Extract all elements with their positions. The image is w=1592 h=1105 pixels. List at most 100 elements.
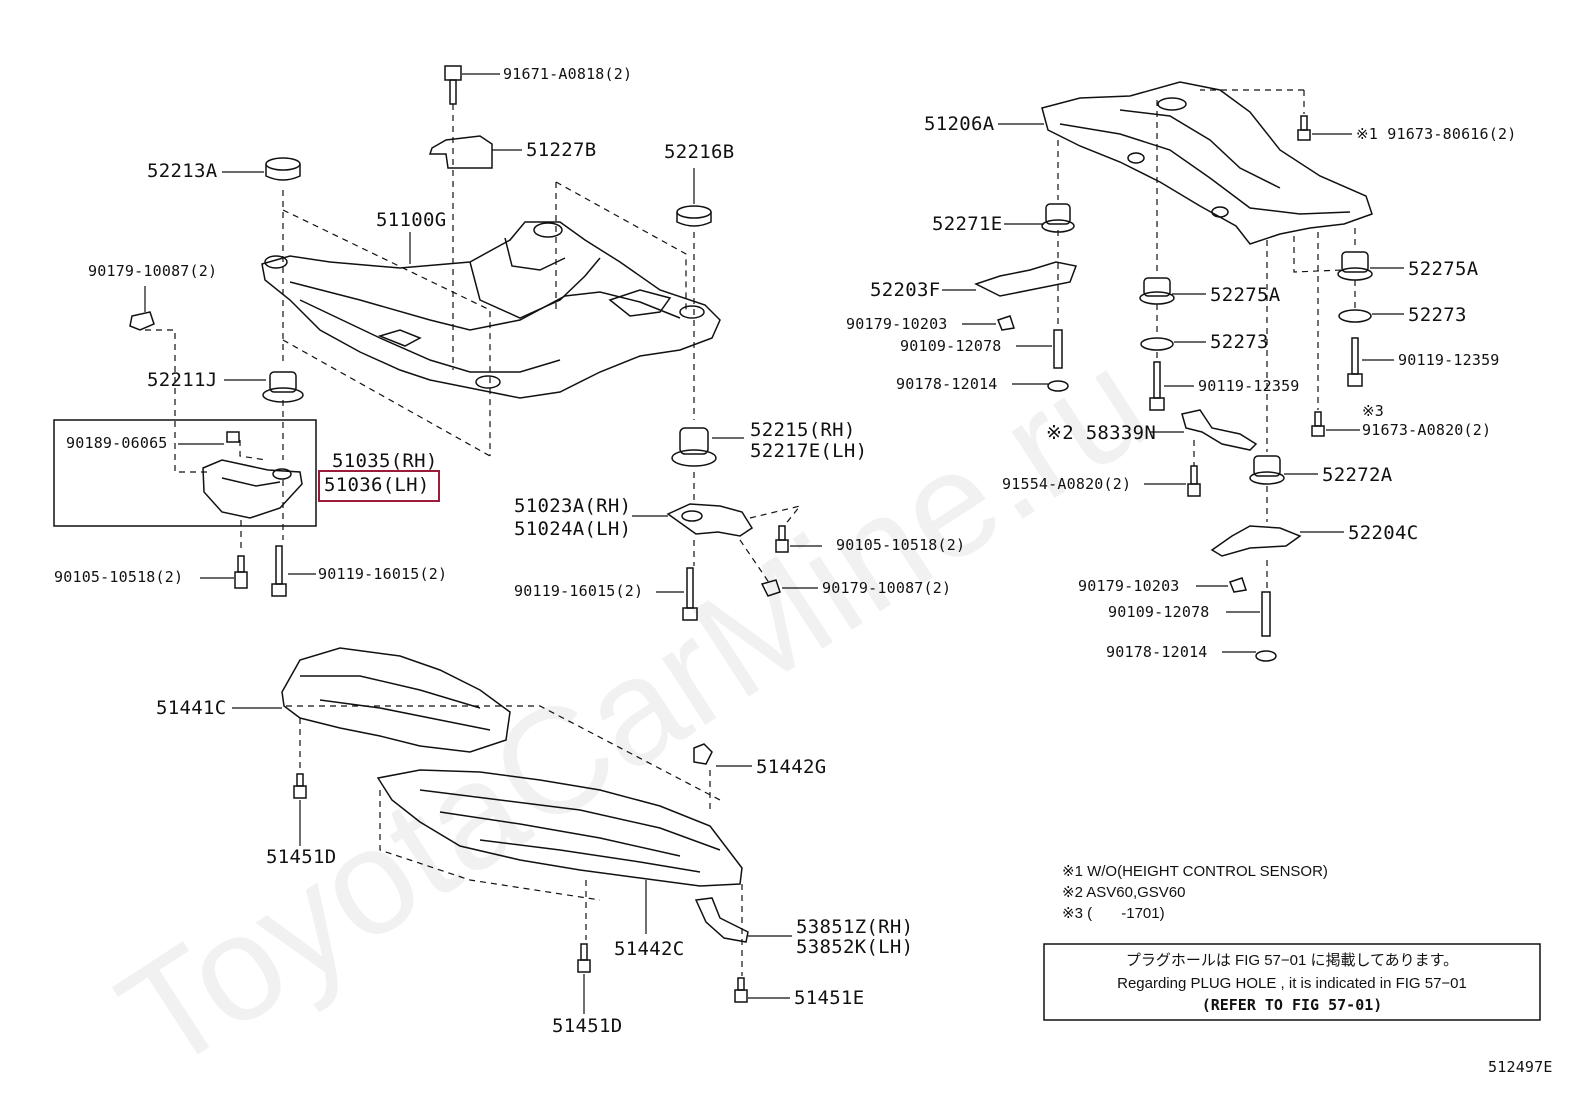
bolt-90119-12359-mid-drawing — [1149, 361, 1165, 411]
bolt-51451d-upper-drawing — [293, 773, 307, 799]
label-51036[interactable]: 51036(LH) — [324, 474, 430, 496]
bolt-91673-80616-drawing — [1297, 115, 1311, 141]
bracket-52204c-drawing — [1210, 525, 1302, 557]
label-53851z: 53851Z(RH) — [796, 916, 914, 938]
nut-90179-mid-drawing — [760, 579, 781, 597]
label-90119-16015-mid: 90119-16015(2) — [514, 582, 644, 600]
refer-box-line-1: プラグホールは FIG 57−01 に掲載してあります。 — [1125, 952, 1459, 969]
label-90178-right: 90178-12014 — [1106, 643, 1208, 661]
note-2: ※2 ASV60,GSV60 — [1062, 884, 1186, 901]
label-90179-10087-left: 90179-10087(2) — [88, 262, 218, 280]
bracket-52203f-drawing — [974, 261, 1078, 297]
washer-90178-right-drawing — [1255, 650, 1277, 662]
suspension-member-drawing — [261, 221, 721, 399]
label-91671: 91671-A0818(2) — [503, 65, 633, 83]
note-1: ※1 W/O(HEIGHT CONTROL SENSOR) — [1062, 863, 1328, 880]
label-52213a: 52213A — [147, 160, 218, 182]
cushion-52213a-drawing — [265, 157, 301, 181]
refer-box-line-2: Regarding PLUG HOLE , it is indicated in… — [1117, 975, 1467, 992]
label-52272a: 52272A — [1322, 464, 1393, 486]
washer-52273-right-drawing — [1338, 309, 1372, 323]
cushion-52271e-drawing — [1041, 203, 1075, 233]
label-90179-10203-right: 90179-10203 — [1078, 577, 1180, 595]
bolt-90105-mid-drawing — [775, 525, 789, 553]
label-90109-right: 90109-12078 — [1108, 603, 1210, 621]
cushion-52215-drawing — [671, 427, 717, 467]
label-51206a: 51206A — [924, 113, 995, 135]
clip-51442g-drawing — [693, 743, 713, 765]
cushion-52211j-drawing — [262, 371, 304, 403]
nut-90179-10203-left-drawing — [997, 315, 1015, 331]
label-90179-10087-mid: 90179-10087(2) — [822, 579, 952, 597]
bolt-90119-mid-drawing — [682, 567, 698, 621]
rear-member-drawing — [1041, 81, 1373, 245]
label-51451d-lower: 51451D — [552, 1015, 623, 1037]
label-note3-marker: ※3 — [1362, 402, 1384, 420]
refer-box-frame — [1043, 943, 1541, 1021]
label-52203f: 52203F — [870, 279, 941, 301]
label-91554: 91554-A0820(2) — [1002, 475, 1132, 493]
label-51023a: 51023A(RH) — [514, 495, 632, 517]
bolt-90105-left-drawing — [234, 555, 248, 589]
cover-51442c-drawing — [376, 769, 743, 887]
label-51227b: 51227B — [526, 139, 597, 161]
label-52216b: 52216B — [664, 141, 735, 163]
highlight-51036 — [318, 470, 440, 502]
refer-box-line-3: (REFER TO FIG 57-01) — [1201, 996, 1383, 1014]
washer-90178-left-drawing — [1047, 380, 1069, 392]
bolt-51451e-drawing — [734, 977, 748, 1003]
note-3: ※3 ( -1701) — [1062, 905, 1165, 922]
cushion-52275a-mid-drawing — [1139, 277, 1175, 305]
label-90179-10203-left: 90179-10203 — [846, 315, 948, 333]
bolt-91671-drawing — [444, 65, 462, 105]
label-90105-mid: 90105-10518(2) — [836, 536, 966, 554]
cushion-52272a-drawing — [1249, 455, 1285, 485]
label-52204c: 52204C — [1348, 522, 1419, 544]
label-52275a-mid: 52275A — [1210, 284, 1281, 306]
label-52275a-right: 52275A — [1408, 258, 1479, 280]
bracket-58339n-drawing — [1181, 409, 1258, 451]
stud-90109-left-drawing — [1053, 329, 1063, 369]
label-90119-12359-mid: 90119-12359 — [1198, 377, 1300, 395]
washer-52273-mid-drawing — [1140, 337, 1174, 351]
bracket-51227b-drawing — [428, 135, 493, 169]
cushion-52216b-drawing — [676, 205, 712, 227]
nut-90179-left-drawing — [129, 311, 155, 331]
label-91673-80616: ※1 91673-80616(2) — [1356, 125, 1517, 143]
bolt-51451d-lower-drawing — [577, 943, 591, 973]
label-90189: 90189-06065 — [66, 434, 168, 452]
diagram-code: 512497E — [1488, 1058, 1553, 1076]
label-52273-right: 52273 — [1408, 304, 1467, 326]
label-52215: 52215(RH) — [750, 419, 856, 441]
label-53852k: 53852K(LH) — [796, 936, 914, 958]
stud-90109-right-drawing — [1261, 591, 1271, 637]
label-52217e: 52217E(LH) — [750, 440, 868, 462]
label-90119-12359-right: 90119-12359 — [1398, 351, 1500, 369]
label-90105-left: 90105-10518(2) — [54, 568, 184, 586]
label-51451d-upper: 51451D — [266, 846, 337, 868]
label-90109-left: 90109-12078 — [900, 337, 1002, 355]
label-51451e: 51451E — [794, 987, 865, 1009]
label-51441c: 51441C — [156, 697, 227, 719]
label-51035: 51035(RH) — [332, 450, 438, 472]
label-51100g: 51100G — [376, 209, 447, 231]
label-91673-a0820: 91673-A0820(2) — [1362, 421, 1492, 439]
label-51024a: 51024A(LH) — [514, 518, 632, 540]
bracket-51035-drawing — [202, 431, 303, 519]
label-52271e: 52271E — [932, 213, 1003, 235]
bolt-91673-a0820-drawing — [1311, 411, 1325, 437]
label-58339n: ※2 58339N — [1046, 422, 1157, 444]
label-90119-16015-left: 90119-16015(2) — [318, 565, 448, 583]
bracket-53851z-drawing — [694, 897, 749, 943]
cover-51441c-drawing — [281, 647, 511, 753]
cushion-52275a-right-drawing — [1337, 251, 1373, 281]
label-52211j: 52211J — [147, 369, 218, 391]
bolt-91554-drawing — [1187, 465, 1201, 497]
label-52273-mid: 52273 — [1210, 331, 1269, 353]
nut-90179-10203-right-drawing — [1229, 577, 1247, 593]
label-51442c: 51442C — [614, 938, 685, 960]
label-90178-left: 90178-12014 — [896, 375, 998, 393]
label-51442g: 51442G — [756, 756, 827, 778]
bolt-90119-left-drawing — [271, 545, 287, 597]
